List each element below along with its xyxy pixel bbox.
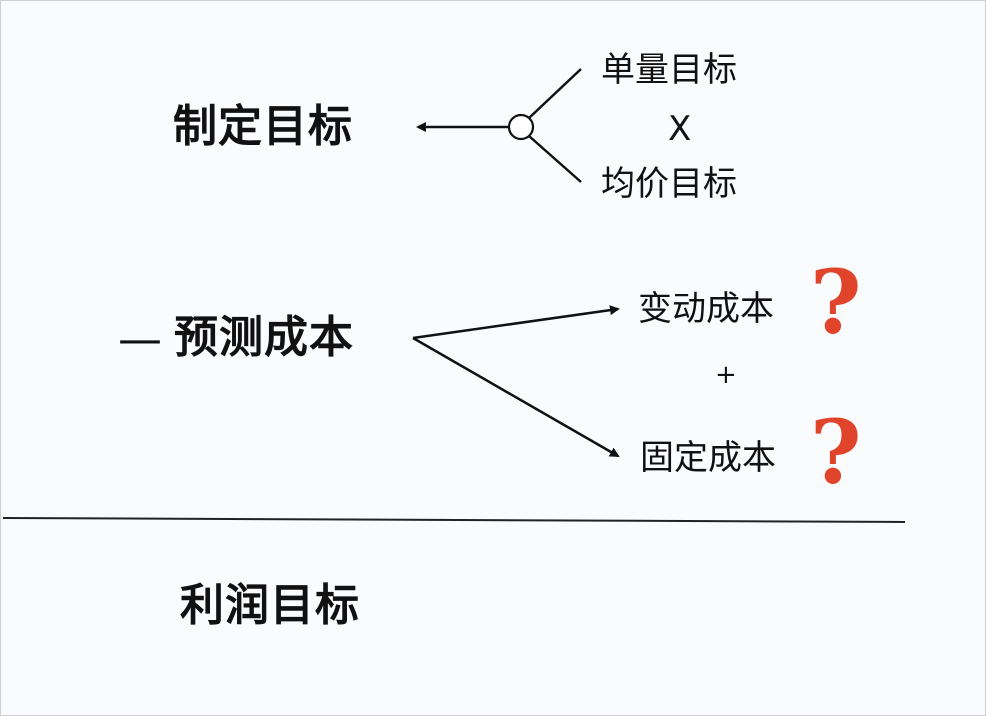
goal-setting-label: 制定目标 — [173, 101, 353, 152]
arrow-to-fixed-cost — [412, 336, 620, 458]
multiply-operator: X — [668, 109, 692, 149]
minus-sign: — — [118, 314, 163, 365]
branch-line-price-target — [528, 135, 582, 183]
fixed-cost-label: 固定成本 — [640, 438, 776, 478]
average-price-target-label: 均价目标 — [601, 164, 737, 204]
branch-line-unit-target — [528, 68, 582, 119]
arrow-to-variable-cost — [412, 305, 620, 340]
plus-operator: + — [715, 360, 737, 390]
question-mark-icon: ? — [810, 250, 862, 354]
forecast-cost-label: 预测成本 — [174, 312, 354, 363]
variable-cost-label: 变动成本 — [638, 289, 774, 329]
profit-target-label: 利润目标 — [180, 580, 360, 631]
question-mark-icon: ? — [810, 400, 862, 504]
sum-divider-line — [2, 517, 906, 523]
unit-volume-target-label: 单量目标 — [601, 50, 737, 90]
merge-node-circle — [507, 113, 535, 141]
